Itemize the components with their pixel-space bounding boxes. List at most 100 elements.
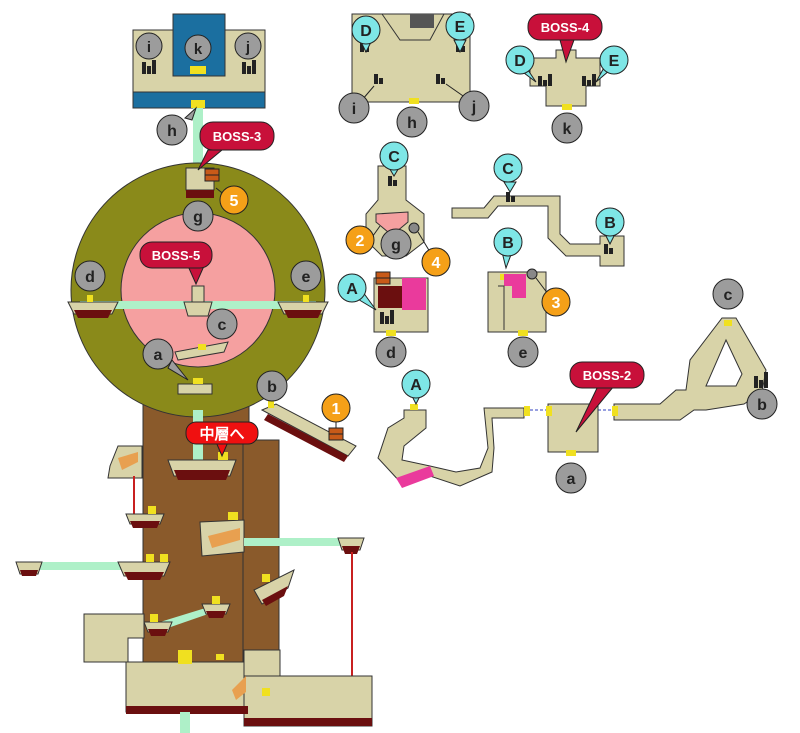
marker-h[interactable]: h	[156, 106, 198, 146]
svg-text:中層へ: 中層へ	[199, 425, 244, 443]
svg-text:2: 2	[356, 233, 365, 250]
marker-i[interactable]: i	[338, 85, 375, 124]
stairs-icon	[242, 60, 256, 74]
marker-b[interactable]: b	[746, 388, 778, 420]
svg-text:1: 1	[332, 401, 341, 418]
marker-C[interactable]: C	[379, 141, 409, 177]
marker-D[interactable]: D	[351, 15, 381, 54]
path-a	[377, 404, 530, 488]
stairs-icon	[388, 176, 397, 186]
number-marker-4[interactable]: 4	[417, 231, 451, 277]
marker-k[interactable]: k	[184, 34, 212, 62]
marker-B[interactable]: B	[493, 227, 523, 270]
platform-edge	[342, 546, 360, 554]
marker-e[interactable]: e	[507, 336, 539, 368]
door	[262, 574, 270, 582]
to-middle-floor-label[interactable]: 中層へ	[185, 421, 259, 458]
number-marker-1[interactable]: 1	[321, 393, 351, 428]
svg-text:B: B	[502, 235, 514, 252]
svg-text:c: c	[218, 317, 227, 334]
svg-text:c: c	[724, 287, 733, 304]
door	[612, 406, 618, 416]
marker-E[interactable]: E	[595, 45, 629, 83]
svg-text:i: i	[352, 101, 356, 118]
chest-icon	[375, 271, 391, 285]
svg-text:D: D	[514, 53, 526, 70]
svg-text:A: A	[410, 377, 422, 394]
marker-D[interactable]: D	[505, 45, 537, 83]
boss-4-label[interactable]: BOSS-4	[527, 13, 603, 64]
marker-a[interactable]: a	[555, 462, 587, 494]
stairs-icon	[142, 60, 156, 74]
svg-text:C: C	[388, 149, 400, 166]
door	[409, 98, 419, 104]
marker-h[interactable]: h	[396, 106, 428, 138]
door	[150, 614, 158, 622]
door	[518, 330, 528, 336]
base-edge	[244, 718, 372, 726]
room-cg	[365, 165, 429, 336]
marker-c[interactable]: c	[206, 308, 238, 340]
marker-c[interactable]: c	[712, 278, 744, 310]
base-floor	[243, 675, 373, 727]
marker-E[interactable]: E	[445, 11, 475, 54]
door	[524, 406, 530, 416]
door	[303, 295, 309, 302]
platform	[253, 569, 295, 605]
door	[268, 400, 274, 408]
pot-icon	[408, 222, 420, 234]
boss-5-label[interactable]: BOSS-5	[139, 241, 213, 286]
platform-c	[174, 341, 229, 361]
platform-boss5	[183, 301, 213, 317]
door	[562, 104, 572, 110]
svg-text:g: g	[391, 237, 401, 254]
room-cb	[451, 192, 625, 336]
pot-icon	[526, 268, 538, 280]
number-marker-3[interactable]: 3	[535, 277, 571, 317]
svg-text:C: C	[502, 161, 514, 178]
number-marker-2[interactable]: 2	[345, 225, 381, 255]
stairs-icon	[436, 74, 445, 84]
door	[198, 344, 206, 350]
svg-text:a: a	[567, 471, 576, 488]
svg-text:A: A	[346, 281, 358, 298]
svg-text:i: i	[147, 39, 151, 56]
boss-2-label[interactable]: BOSS-2	[569, 361, 645, 433]
marker-g[interactable]: g	[380, 228, 412, 260]
platform-edge	[20, 570, 38, 576]
svg-text:E: E	[455, 19, 466, 36]
platform-edge	[262, 586, 288, 606]
marker-g[interactable]: g	[182, 200, 214, 232]
tower-section	[15, 13, 373, 733]
marker-A[interactable]: A	[401, 369, 431, 406]
marker-a[interactable]: a	[142, 338, 189, 381]
marker-C[interactable]: C	[493, 153, 523, 193]
marker-b[interactable]: b	[256, 370, 288, 402]
marker-e[interactable]: e	[290, 260, 322, 292]
boss-3-label[interactable]: BOSS-3	[197, 121, 275, 171]
tower-trunk-side	[242, 439, 280, 671]
stairs	[118, 452, 138, 470]
svg-text:b: b	[267, 379, 277, 396]
svg-text:j: j	[245, 39, 250, 56]
marker-A[interactable]: A	[337, 273, 377, 311]
marker-d[interactable]: d	[74, 260, 106, 292]
boss-labels: BOSS-3 BOSS-5 BOSS-4 BOSS-2	[139, 13, 645, 433]
marker-B[interactable]: B	[595, 207, 625, 246]
platform-edge	[148, 629, 168, 636]
door	[160, 554, 168, 562]
door	[190, 66, 206, 74]
marker-d[interactable]: d	[375, 336, 407, 368]
platform-edge	[74, 310, 112, 318]
svg-text:3: 3	[552, 295, 561, 312]
chest-icon	[328, 427, 344, 441]
gray-markers: i k j h g d e c a b i h j k g d e c b a	[74, 32, 778, 494]
platform-a	[177, 383, 213, 395]
marker-j[interactable]: j	[234, 32, 262, 60]
svg-text:k: k	[194, 41, 203, 58]
number-marker-5[interactable]: 5	[215, 185, 249, 215]
door	[178, 650, 192, 664]
marker-k[interactable]: k	[551, 112, 583, 144]
marker-i[interactable]: i	[135, 32, 163, 60]
marker-j[interactable]: j	[445, 83, 490, 122]
